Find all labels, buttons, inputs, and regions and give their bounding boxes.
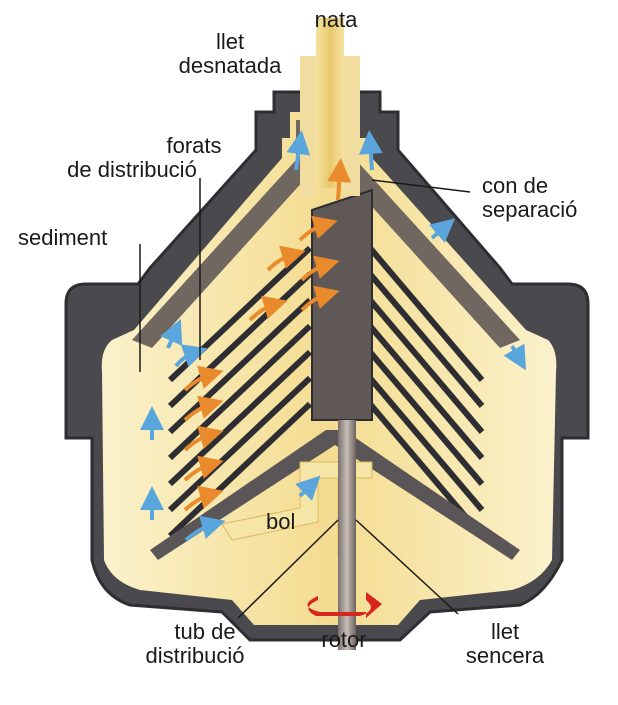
label-nata: nata	[314, 7, 358, 32]
label-con-1: con de	[482, 173, 549, 198]
label-llet-desnatada-2: desnatada	[178, 53, 282, 78]
skim-outlet-channel	[300, 56, 316, 196]
label-tub-2: distribució	[145, 643, 245, 668]
label-tub-1: tub de	[174, 619, 236, 644]
label-forats-2: de distribució	[67, 157, 197, 182]
rotor-shaft	[338, 420, 356, 650]
label-forats-1: forats	[166, 133, 222, 158]
skim-outlet-channel-right	[344, 56, 360, 196]
milk-flow-arrows	[183, 158, 352, 512]
label-llet-sencera-2: sencera	[465, 643, 545, 668]
label-con-2: separació	[482, 197, 578, 222]
rotor-rotation-icon	[307, 592, 382, 618]
skim-flow-arrows	[140, 130, 526, 542]
cream-outlet-tube	[316, 18, 344, 188]
label-rotor: rotor	[321, 627, 367, 652]
leader-lines	[139, 178, 471, 619]
disk-stack-right	[367, 246, 485, 538]
label-llet-desnatada-1: llet	[215, 29, 245, 54]
label-llet-sencera-1: llet	[490, 619, 520, 644]
central-hub	[311, 188, 373, 421]
label-bol: bol	[266, 509, 296, 534]
label-sediment: sediment	[18, 225, 108, 250]
